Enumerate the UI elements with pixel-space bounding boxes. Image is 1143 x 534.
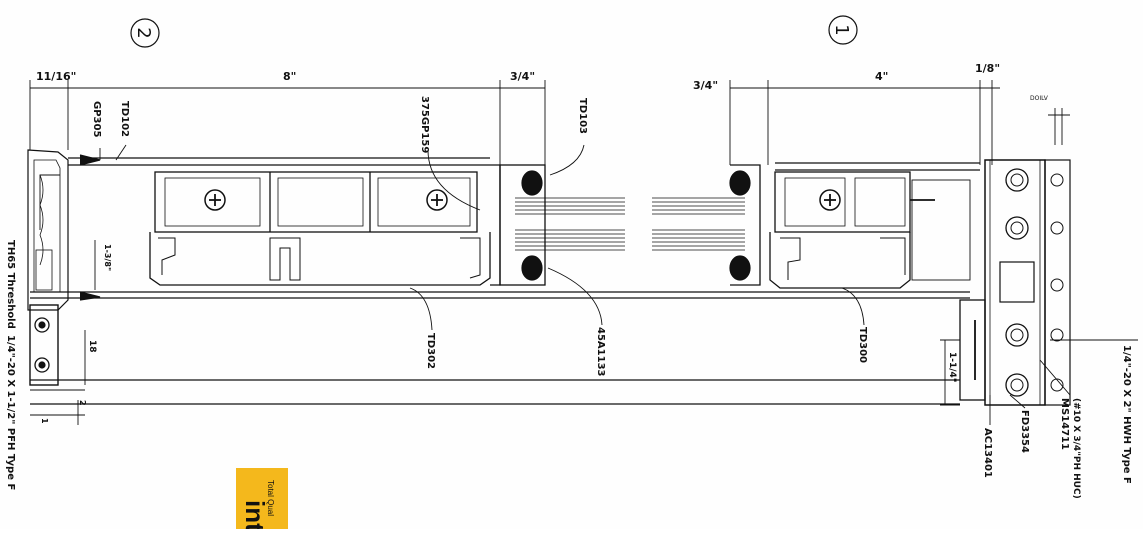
label-fd3354: FD3354 (1019, 410, 1030, 453)
dim-4: 4" (875, 70, 888, 83)
dim-1-1-4: 1-1/4" (947, 352, 957, 383)
dimension-lines-top (29, 80, 1070, 165)
dimension-lines-right (940, 339, 960, 406)
section-marker-1: 1 (828, 15, 858, 45)
dim-small-right: DOILV (1030, 95, 1049, 102)
dim-11-16: 11/16" (36, 70, 76, 83)
dimension-lines-left (30, 240, 96, 425)
label-td300: TD300 (857, 327, 868, 363)
label-screw-right: 1/4"-20 X 2" HWH Type F (1121, 345, 1132, 484)
label-th65: TH65 Threshold (5, 240, 16, 329)
dim-1-8: 1/8" (975, 62, 1000, 75)
label-td302: TD302 (425, 333, 436, 369)
dim-3-4-right: 3/4" (693, 79, 718, 92)
glazing-glass (499, 164, 751, 286)
company-logo: int Total Qual (236, 468, 288, 532)
door-profile-right (730, 164, 971, 289)
dim-3-4-left: 3/4" (510, 70, 535, 83)
threshold-profile (27, 149, 101, 386)
jamb-profile-right (959, 159, 1071, 406)
dim-small-a: 2 (78, 400, 87, 406)
section-marker-2: 2 (130, 18, 160, 48)
label-45a1133: 45A1133 (595, 327, 606, 377)
svg-text:2: 2 (133, 27, 154, 38)
label-td103: TD103 (577, 98, 588, 134)
label-gp305: GP305 (91, 101, 102, 137)
label-ms14711-sub: (#10 X 3/4"PH HUC) (1071, 398, 1081, 499)
label-screw-left: 1/4"-20 X 1-1/2" PFH Type F (5, 335, 16, 490)
dim-small-b: 1 (40, 418, 49, 424)
dim-mid-left: 18 (87, 340, 97, 353)
label-ac13401: AC13401 (982, 428, 993, 478)
logo-tagline: Total Qual (266, 480, 275, 516)
label-ms14711: MS14711 (1059, 398, 1070, 450)
label-td102: TD102 (119, 101, 130, 137)
horizontal-rails (30, 157, 980, 405)
svg-text:1: 1 (831, 24, 852, 35)
logo-text: int (240, 500, 270, 529)
dim-8: 8" (283, 70, 296, 83)
label-gp159: 375GP159 (419, 96, 430, 153)
dim-vert-left: 1-3/8" (103, 244, 112, 271)
door-profile-left (149, 164, 501, 286)
